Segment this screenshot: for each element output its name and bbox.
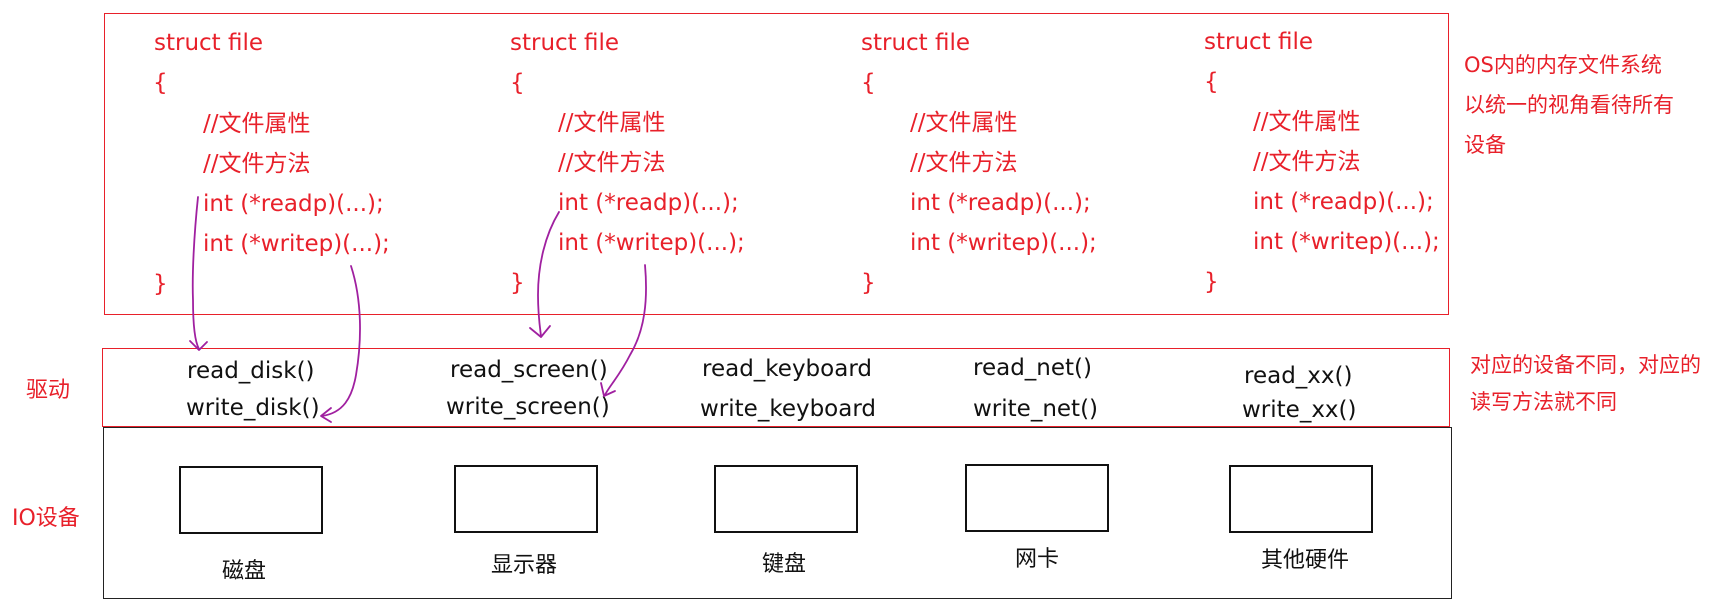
io-device-box xyxy=(103,427,1452,599)
arrow-writep-to-write-screen xyxy=(604,264,647,396)
driver-label: 驱动 xyxy=(26,378,71,403)
arrow-head-write-screen xyxy=(600,382,616,397)
struct-write-pointer: int (*writep)(...); xyxy=(203,231,390,257)
driver-note-line-2: 读写方法就不同 xyxy=(1470,390,1617,414)
device-other-box xyxy=(1229,465,1373,533)
driver-read-keyboard: read_keyboard xyxy=(702,356,872,382)
struct-write-pointer: int (*writep)(...); xyxy=(558,230,745,256)
struct-comment-attrs: //文件属性 xyxy=(203,111,311,137)
arrow-readp-to-read-disk xyxy=(191,196,200,350)
device-nic-box xyxy=(965,464,1109,532)
device-nic-label: 网卡 xyxy=(1015,547,1060,572)
device-keyboard-label: 键盘 xyxy=(762,552,807,577)
struct-open-brace: { xyxy=(1204,69,1219,95)
struct-comment-attrs: //文件属性 xyxy=(558,110,666,136)
struct-close-brace: } xyxy=(153,271,168,297)
device-other-label: 其他硬件 xyxy=(1261,548,1350,573)
driver-read-screen: read_screen() xyxy=(450,357,608,383)
struct-read-pointer: int (*readp)(...); xyxy=(558,190,739,216)
arrow-head-write-disk xyxy=(320,407,332,423)
driver-read-net: read_net() xyxy=(973,355,1092,381)
driver-read-disk: read_disk() xyxy=(187,358,315,384)
driver-write-xx: write_xx() xyxy=(1242,397,1357,423)
struct-write-pointer: int (*writep)(...); xyxy=(910,230,1097,256)
struct-comment-methods: //文件方法 xyxy=(203,151,311,177)
arrow-head-read-screen xyxy=(529,325,551,338)
driver-write-net: write_net() xyxy=(973,396,1099,422)
device-disk-box xyxy=(179,466,323,534)
device-display-label: 显示器 xyxy=(491,553,558,578)
driver-write-keyboard: write_keyboard xyxy=(700,396,877,422)
driver-layer-box xyxy=(102,348,1450,427)
struct-comment-attrs: //文件属性 xyxy=(1253,109,1361,135)
struct-open-brace: { xyxy=(510,70,525,96)
struct-head: struct file xyxy=(154,30,264,56)
struct-comment-methods: //文件方法 xyxy=(1253,149,1361,175)
device-display-box xyxy=(454,465,598,533)
arrow-head-read-disk xyxy=(189,340,208,351)
struct-read-pointer: int (*readp)(...); xyxy=(1253,189,1434,215)
struct-head: struct file xyxy=(861,30,971,56)
driver-write-screen: write_screen() xyxy=(446,394,610,420)
struct-comment-methods: //文件方法 xyxy=(910,150,1018,176)
os-note-line-1: OS内的内存文件系统 xyxy=(1464,53,1662,77)
device-keyboard-box xyxy=(714,465,858,533)
struct-close-brace: } xyxy=(1204,269,1219,295)
struct-head: struct file xyxy=(1204,29,1314,55)
struct-comment-attrs: //文件属性 xyxy=(910,110,1018,136)
os-note-line-3: 设备 xyxy=(1464,133,1506,157)
struct-close-brace: } xyxy=(861,270,876,296)
arrow-readp-to-read-screen xyxy=(537,211,560,337)
device-disk-label: 磁盘 xyxy=(222,559,267,584)
struct-head: struct file xyxy=(510,30,620,56)
driver-read-xx: read_xx() xyxy=(1244,363,1353,389)
driver-note-line-1: 对应的设备不同，对应的 xyxy=(1470,353,1701,377)
driver-write-disk: write_disk() xyxy=(186,395,320,421)
struct-read-pointer: int (*readp)(...); xyxy=(910,190,1091,216)
io-device-label: IO设备 xyxy=(12,506,80,531)
struct-write-pointer: int (*writep)(...); xyxy=(1253,229,1440,255)
os-note-line-2: 以统一的视角看待所有 xyxy=(1464,93,1674,117)
struct-open-brace: { xyxy=(861,70,876,96)
struct-open-brace: { xyxy=(153,70,168,96)
arrow-writep-to-write-disk xyxy=(321,265,361,417)
struct-comment-methods: //文件方法 xyxy=(558,150,666,176)
memory-file-system-box xyxy=(104,13,1449,315)
struct-close-brace: } xyxy=(510,270,525,296)
struct-read-pointer: int (*readp)(...); xyxy=(203,191,384,217)
